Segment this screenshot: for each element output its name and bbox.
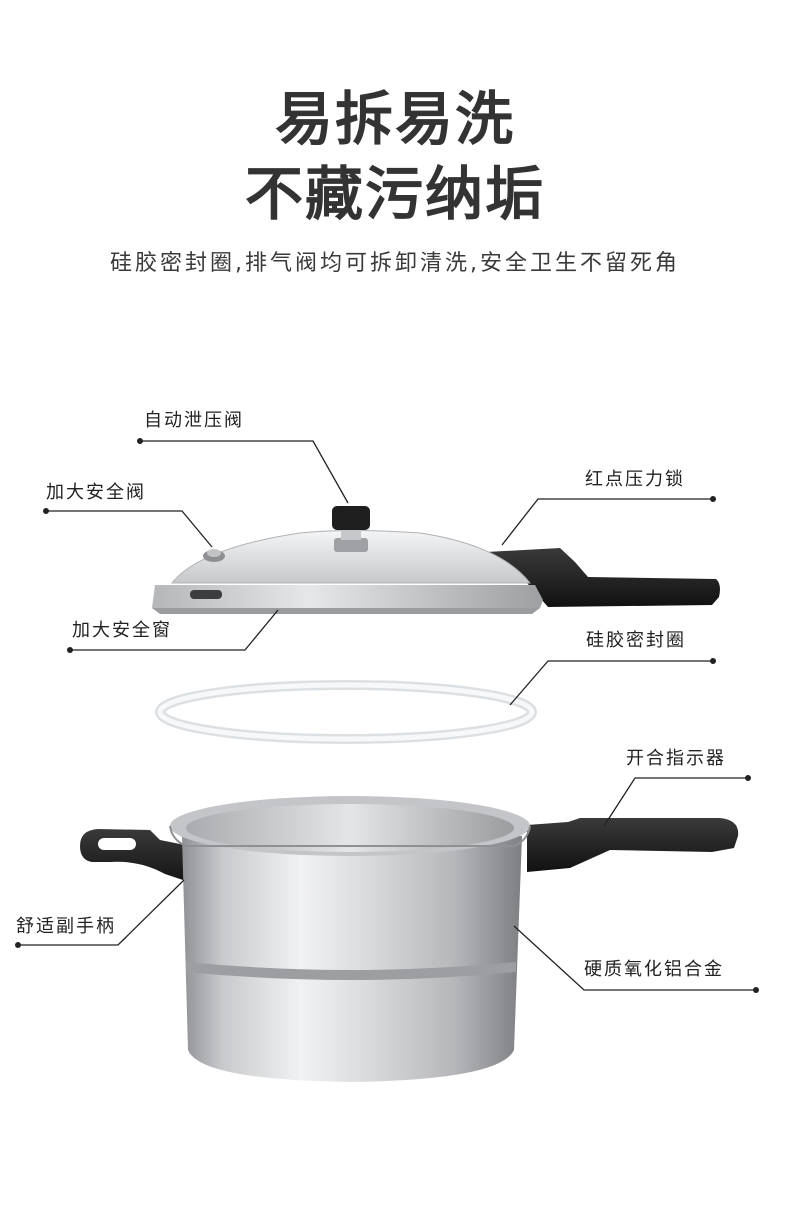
line-safety-window: [70, 609, 279, 651]
lid-rim-bottom: [152, 608, 540, 614]
line-side-handle: [18, 879, 185, 946]
label-pressure-lock: 红点压力锁: [585, 469, 685, 490]
line-auto-valve: [140, 440, 349, 504]
line-indicator: [603, 777, 748, 827]
label-indicator: 开合指示器: [626, 748, 726, 769]
callout-dots: [15, 438, 759, 993]
lid-illustration: [152, 506, 720, 614]
line-pressure-lock: [501, 498, 713, 546]
line-material: [513, 925, 756, 991]
label-safety-valve: 加大安全阀: [46, 482, 146, 503]
side-handle-shape: [80, 829, 200, 885]
seal-ring-illustration: [155, 680, 537, 744]
label-auto-valve: 自动泄压阀: [144, 410, 244, 431]
label-material: 硬质氧化铝合金: [584, 959, 724, 980]
headline-line-2: 不藏污纳垢: [244, 160, 545, 228]
line-seal-ring: [509, 660, 713, 706]
pot-opening: [186, 804, 514, 852]
headline-line-1: 易拆易洗: [274, 85, 515, 153]
callout-lines: [18, 440, 756, 991]
valve-base: [334, 538, 368, 552]
pot-base-ridge: [186, 962, 516, 980]
side-handle-hole: [98, 838, 136, 850]
line-safety-valve: [46, 510, 213, 548]
label-side-handle: 舒适副手柄: [16, 916, 116, 937]
lid-handle-shape: [468, 548, 720, 607]
lid-safety-window: [190, 590, 222, 599]
pot-body: [182, 836, 522, 1082]
lid-rim: [152, 585, 543, 608]
main-handle-shape: [527, 818, 739, 872]
label-safety-window: 加大安全窗: [72, 620, 172, 641]
valve-cap: [332, 506, 370, 530]
subtitle: 硅胶密封圈,排气阀均可拆卸清洗,安全卫生不留死角: [110, 251, 680, 276]
pot-illustration: [80, 796, 739, 1082]
label-seal-ring: 硅胶密封圈: [586, 630, 686, 651]
safety-valve-top: [207, 549, 221, 557]
